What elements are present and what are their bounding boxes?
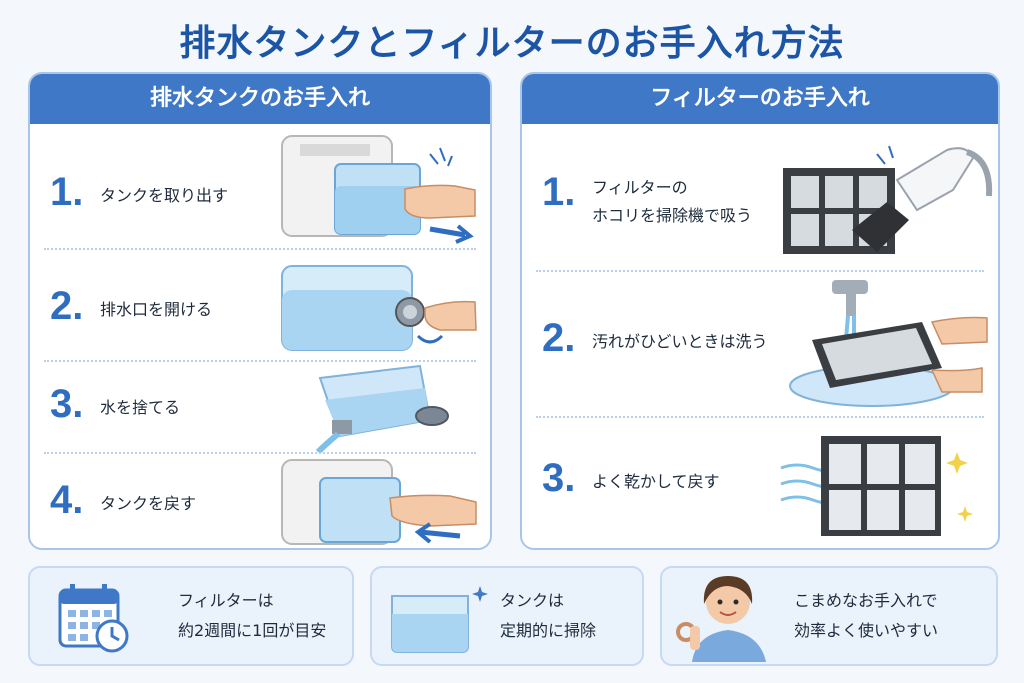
divider bbox=[44, 360, 476, 362]
tip-text: タンクは 定期的に掃除 bbox=[500, 586, 596, 646]
divider bbox=[44, 248, 476, 250]
water-tank-icon bbox=[391, 586, 488, 653]
step-text: 排水口を開ける bbox=[100, 300, 213, 319]
step-number: 2. bbox=[542, 316, 576, 360]
step-text: タンクを戻す bbox=[100, 494, 197, 513]
tank-step-4: 4. タンクを戻す bbox=[30, 458, 490, 548]
step-number: 3. bbox=[50, 382, 84, 426]
filter-care-heading: フィルターのお手入れ bbox=[522, 74, 998, 124]
step-number: 1. bbox=[50, 170, 84, 214]
dry-filter-illustration bbox=[780, 436, 973, 536]
filter-step-2: 2. 汚れがひどいときは洗う bbox=[522, 276, 998, 416]
drain-cap-illustration bbox=[281, 265, 477, 351]
step-text: 水を捨てる bbox=[100, 398, 181, 417]
tip-filter-interval: フィルターは 約2週間に1回が目安 bbox=[28, 566, 354, 666]
tank-step-2: 2. 排水口を開ける bbox=[30, 256, 490, 356]
filter-care-panel: フィルターのお手入れ 1. フィルターの ホコリを掃除機で吸う 2. 汚れがひど… bbox=[520, 72, 1000, 550]
wash-filter-illustration bbox=[789, 280, 988, 407]
step-text-line-1: フィルターの bbox=[592, 178, 688, 197]
step-text: 汚れがひどいときは洗う bbox=[592, 332, 768, 351]
tank-step-1: 1. タンクを取り出す bbox=[30, 134, 490, 244]
tip-line-1: フィルターは bbox=[178, 591, 274, 610]
filter-step-1: 1. フィルターの ホコリを掃除機で吸う bbox=[522, 134, 998, 264]
tip-line-2: 定期的に掃除 bbox=[500, 621, 597, 640]
step-text-line-2: ホコリを掃除機で吸う bbox=[592, 206, 753, 225]
tip-frequent-care: こまめなお手入れで 効率よく使いやすい bbox=[660, 566, 998, 666]
step-text: よく乾かして戻す bbox=[592, 472, 720, 491]
tank-insert-illustration bbox=[281, 459, 477, 545]
calendar-clock-icon bbox=[58, 584, 129, 653]
page-title: 排水タンクとフィルターのお手入れ方法 bbox=[179, 23, 845, 64]
step-text: タンクを取り出す bbox=[100, 186, 229, 205]
step-number: 1. bbox=[542, 170, 576, 214]
filter-step-3: 3. よく乾かして戻す bbox=[522, 424, 998, 548]
step-number: 4. bbox=[50, 478, 84, 522]
woman-ok-gesture-icon bbox=[676, 576, 766, 662]
tank-care-heading: 排水タンクのお手入れ bbox=[30, 74, 490, 124]
step-number: 2. bbox=[50, 284, 84, 328]
pour-water-illustration bbox=[315, 364, 449, 454]
vacuum-filter-illustration bbox=[783, 145, 993, 254]
tip-line-1: タンクは bbox=[500, 591, 565, 610]
step-number: 3. bbox=[542, 456, 576, 500]
tank-removal-illustration bbox=[281, 135, 476, 244]
tank-care-panel: 排水タンクのお手入れ 1. タンクを取り出す 2. 排水口を開ける bbox=[28, 72, 492, 550]
tank-step-3: 3. 水を捨てる bbox=[30, 364, 490, 454]
divider bbox=[536, 416, 984, 418]
tip-line-1: こまめなお手入れで bbox=[794, 591, 938, 610]
tip-text: フィルターは 約2週間に1回が目安 bbox=[178, 586, 326, 646]
divider bbox=[44, 452, 476, 454]
tip-line-2: 効率よく使いやすい bbox=[794, 621, 939, 640]
tip-tank-cleaning: タンクは 定期的に掃除 bbox=[370, 566, 644, 666]
tip-text: こまめなお手入れで 効率よく使いやすい bbox=[794, 586, 938, 646]
divider bbox=[536, 270, 984, 272]
step-text: フィルターの ホコリを掃除機で吸う bbox=[592, 174, 752, 230]
tip-line-2: 約2週間に1回が目安 bbox=[178, 621, 327, 640]
